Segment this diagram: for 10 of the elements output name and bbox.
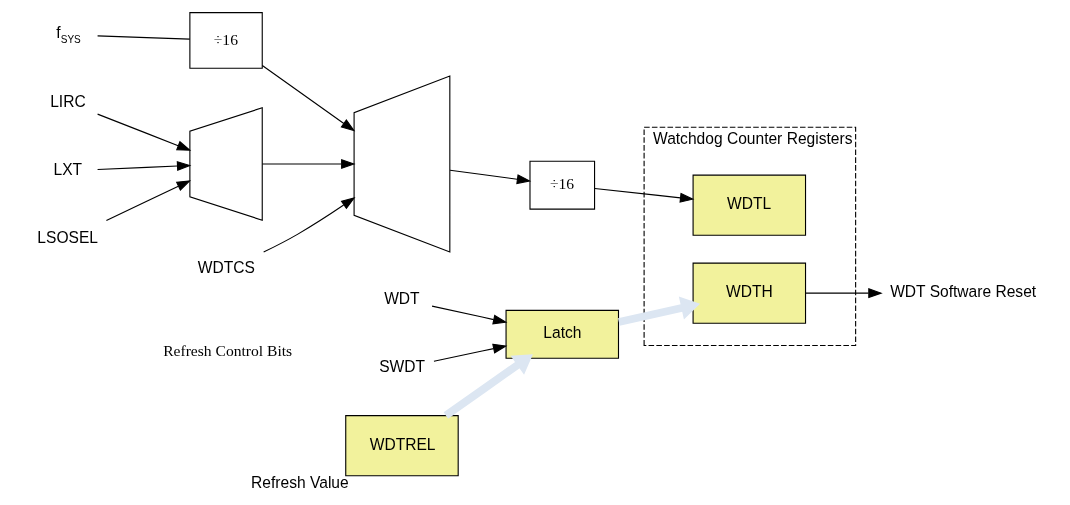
node-text: SWDT — [379, 357, 426, 375]
node-label: Refresh Value — [251, 474, 349, 492]
node-text: f$_{SYS}$ — [56, 23, 81, 46]
node-text: WDTCS — [197, 258, 255, 276]
node-text: LXT — [53, 160, 83, 178]
label: Refresh Control Bits — [163, 342, 293, 360]
node-text: WDT — [384, 289, 420, 307]
node-text: LSOSEL — [37, 228, 98, 246]
node-text: WDT Software Reset — [890, 283, 1037, 301]
node-text: LIRC — [50, 92, 86, 110]
